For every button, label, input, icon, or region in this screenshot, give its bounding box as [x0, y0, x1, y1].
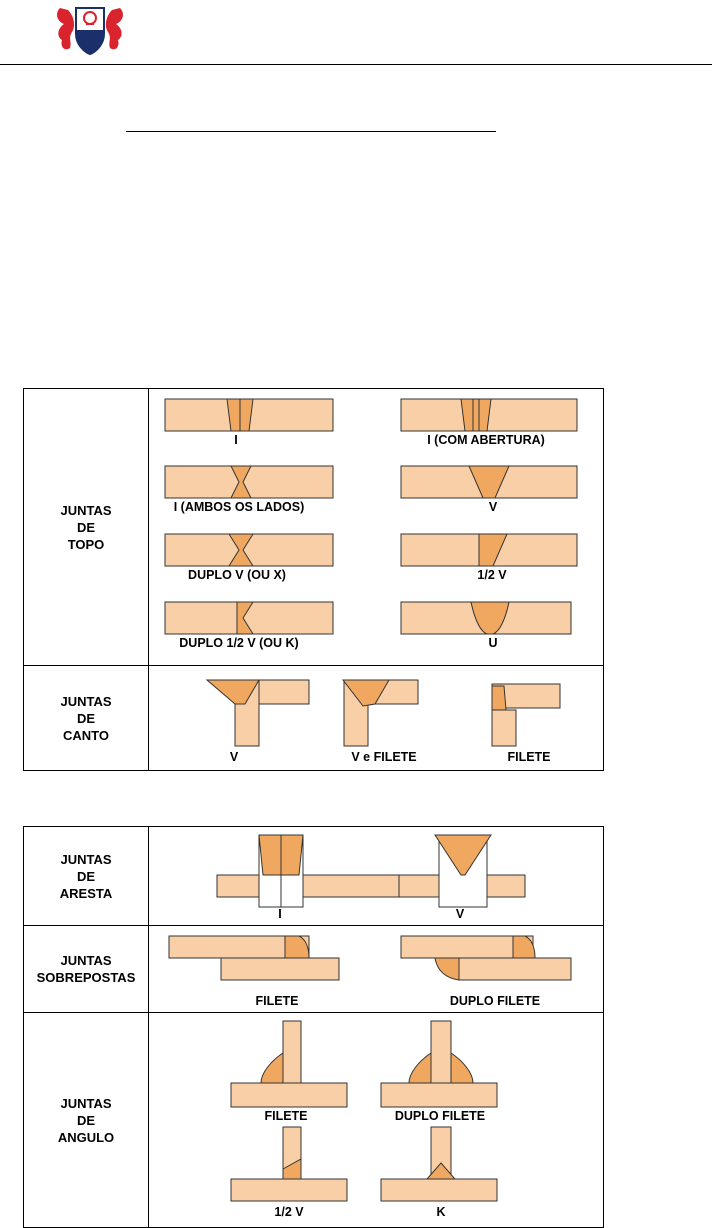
caption-duplo-meio-v: DUPLO 1/2 V (OU K): [179, 636, 298, 650]
aresta-figures: [149, 827, 604, 925]
row-label-sobrepostas: JUNTAS SOBREPOSTAS: [24, 926, 149, 1013]
title-underline: [126, 131, 496, 132]
caption-sobreposta-duplo-filete: DUPLO FILETE: [450, 994, 540, 1008]
caption-angulo-filete: FILETE: [264, 1109, 307, 1123]
canto-figures-cell: V V e FILETE FILETE: [149, 666, 604, 771]
header-divider: [0, 64, 712, 65]
caption-i: I: [234, 433, 237, 447]
caption-aresta-i: I: [278, 907, 281, 921]
caption-angulo-k: K: [436, 1205, 445, 1219]
sobrepostas-figures-cell: FILETE DUPLO FILETE: [149, 926, 604, 1013]
topo-figures: [149, 389, 604, 665]
caption-canto-filete: FILETE: [507, 750, 550, 764]
angulo-figures: [149, 1013, 604, 1227]
caption-sobreposta-filete: FILETE: [255, 994, 298, 1008]
caption-angulo-duplo-filete: DUPLO FILETE: [395, 1109, 485, 1123]
aresta-figures-cell: I V: [149, 827, 604, 926]
joint-types-table-1: JUNTAS DE TOPO: [23, 388, 604, 771]
caption-meio-v: 1/2 V: [477, 568, 506, 582]
caption-angulo-meio-v: 1/2 V: [274, 1205, 303, 1219]
row-label-topo: JUNTAS DE TOPO: [24, 389, 149, 666]
row-label-angulo: JUNTAS DE ANGULO: [24, 1013, 149, 1228]
angulo-figures-cell: FILETE DUPLO FILETE 1/2 V K: [149, 1013, 604, 1228]
caption-aresta-v: V: [456, 907, 464, 921]
caption-canto-v: V: [230, 750, 238, 764]
row-label-aresta: JUNTAS DE ARESTA: [24, 827, 149, 926]
topo-figures-cell: I I (COM ABERTURA) I (AMBOS OS LADOS) V …: [149, 389, 604, 666]
caption-i-ambos: I (AMBOS OS LADOS): [174, 500, 305, 514]
caption-u: U: [488, 636, 497, 650]
seahorse-shield-logo: [52, 4, 128, 56]
caption-duplo-v: DUPLO V (OU X): [188, 568, 286, 582]
caption-v: V: [489, 500, 497, 514]
row-label-canto: JUNTAS DE CANTO: [24, 666, 149, 771]
joint-types-table-2: JUNTAS DE ARESTA I V: [23, 826, 604, 1228]
caption-i-com-abertura: I (COM ABERTURA): [427, 433, 545, 447]
logo: [52, 4, 128, 56]
caption-canto-v-filete: V e FILETE: [351, 750, 416, 764]
